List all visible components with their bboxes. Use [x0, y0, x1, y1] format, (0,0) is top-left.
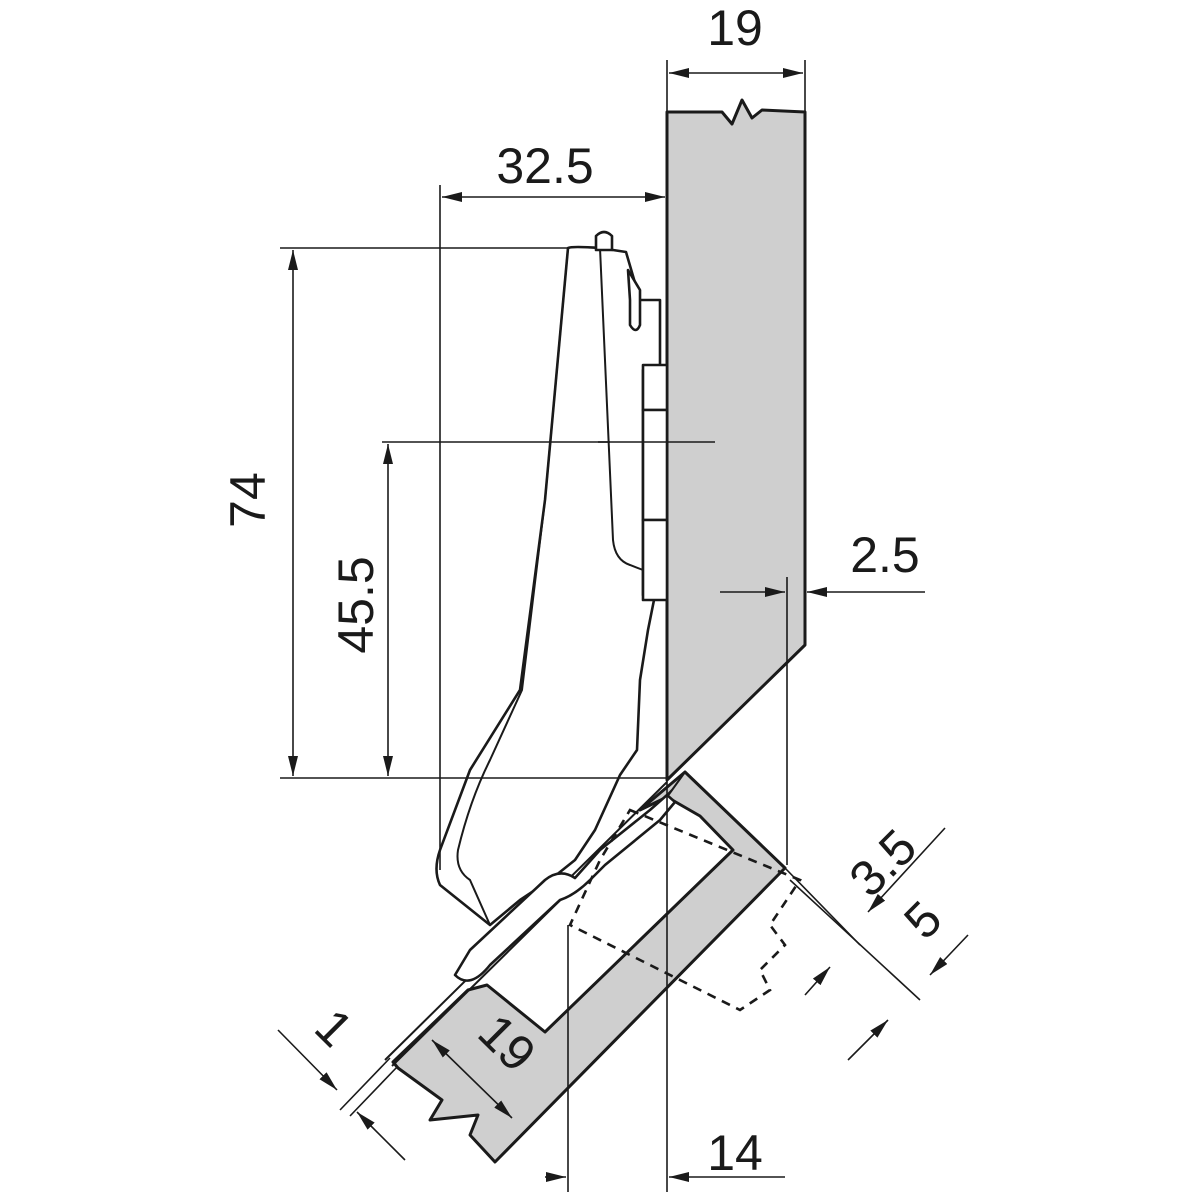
dim-door-offset: 5 [893, 890, 952, 949]
hinge-arm-inner-curve [456, 247, 569, 926]
hinge-mount-plate-3 [641, 518, 669, 602]
dim-cabinet-side-thickness: 19 [707, 0, 763, 56]
hinge-screw-knob [594, 230, 614, 252]
dim-hinge-cup-overhang: 32.5 [496, 138, 593, 194]
hinge-mount-plate [641, 363, 669, 412]
dim-hinge-arm-height: 74 [220, 472, 276, 528]
hinge-cup-outline [568, 808, 802, 1012]
dim-chamfer-offset: 2.5 [850, 527, 920, 583]
dim-cup-distance: 14 [707, 1125, 763, 1181]
hinge-arm-detail [599, 247, 644, 571]
dim-clearance: 1 [304, 998, 363, 1057]
cabinet-side-panel [665, 98, 807, 782]
hinge-clip [626, 268, 642, 332]
dim-hinge-cup-center: 45.5 [328, 556, 384, 653]
hinge-mount-plate-2 [641, 408, 669, 522]
